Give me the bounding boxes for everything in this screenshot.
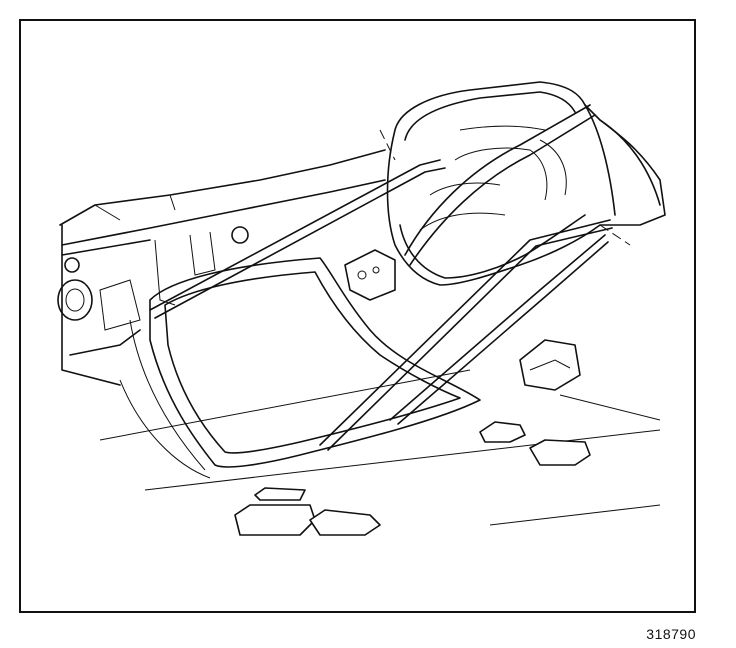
figure-id-label: 318790: [646, 626, 696, 642]
hinge-brackets: [344, 249, 581, 391]
trunk-opening: [119, 257, 481, 479]
hinge-rods: [149, 104, 631, 451]
tail-lamp-socket: [57, 226, 249, 331]
floor-pads: [234, 421, 591, 536]
rear-body-panel: [59, 149, 386, 386]
floor-lines: [99, 369, 661, 526]
